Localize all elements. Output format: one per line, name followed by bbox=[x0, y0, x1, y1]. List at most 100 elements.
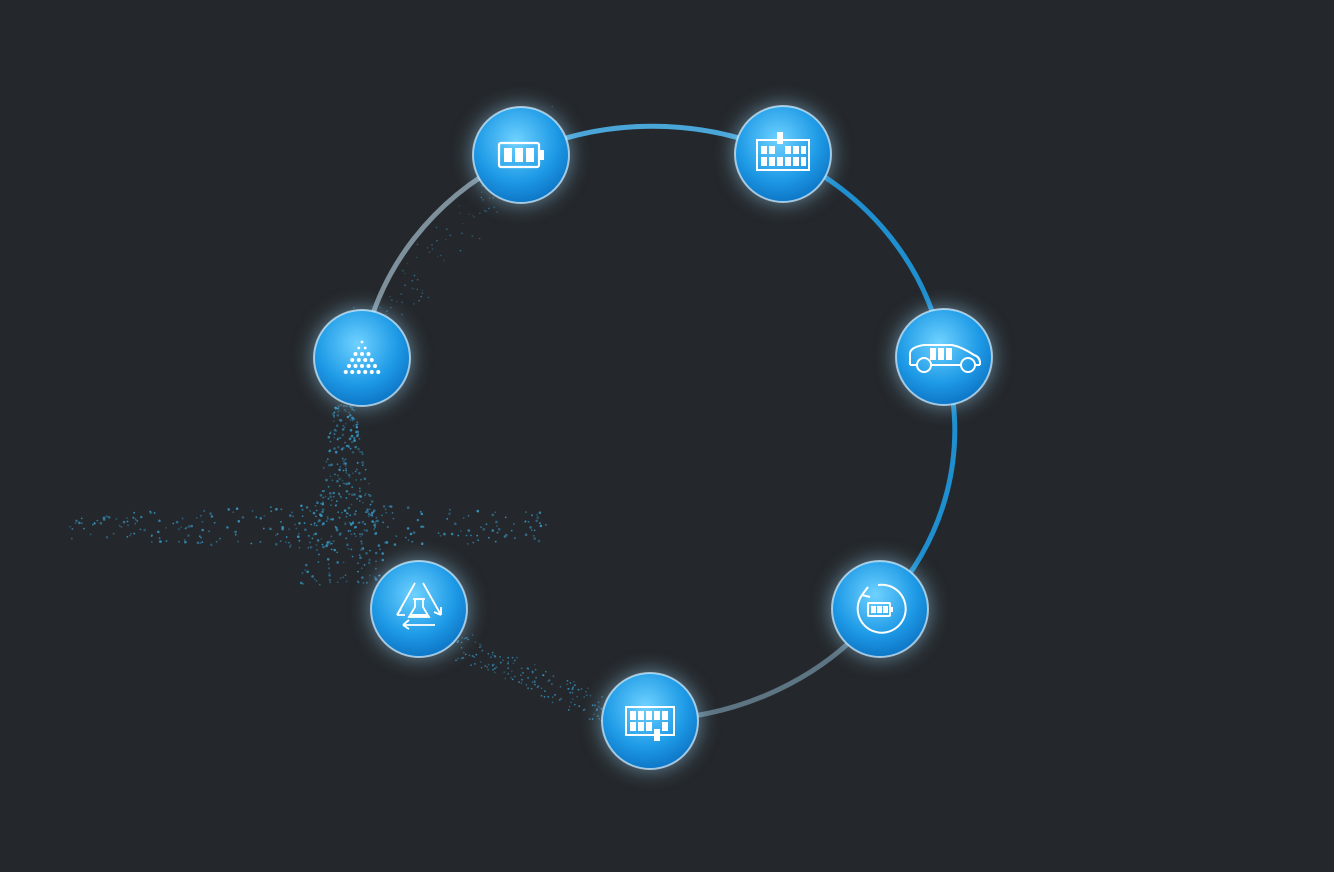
particle bbox=[320, 502, 322, 505]
particle bbox=[198, 535, 201, 538]
particle bbox=[294, 523, 297, 526]
particle bbox=[406, 527, 410, 530]
particle bbox=[227, 508, 230, 511]
particle bbox=[336, 463, 339, 466]
particle bbox=[349, 476, 351, 479]
particle bbox=[428, 251, 431, 253]
node-recycling[interactable] bbox=[370, 560, 468, 658]
particle bbox=[554, 694, 556, 696]
particle bbox=[215, 540, 218, 543]
particle bbox=[335, 424, 339, 428]
particle bbox=[533, 529, 536, 532]
particle bbox=[573, 680, 575, 683]
particle bbox=[462, 222, 464, 225]
particle bbox=[361, 464, 364, 467]
particle bbox=[349, 428, 353, 432]
particle bbox=[344, 462, 347, 465]
particle bbox=[395, 535, 398, 537]
particle bbox=[139, 528, 142, 531]
particle bbox=[448, 512, 451, 516]
particle bbox=[297, 535, 300, 538]
particle bbox=[470, 534, 472, 537]
particle bbox=[479, 661, 482, 663]
battery-dismantle-icon bbox=[625, 706, 675, 741]
particle bbox=[326, 517, 329, 520]
particle bbox=[331, 479, 334, 482]
particle bbox=[143, 528, 146, 532]
particle bbox=[465, 636, 468, 639]
particle bbox=[334, 473, 336, 476]
particle bbox=[543, 696, 546, 698]
particle bbox=[495, 666, 498, 669]
particle bbox=[330, 535, 333, 538]
particle bbox=[270, 510, 273, 513]
node-second-life[interactable] bbox=[831, 560, 929, 658]
particle bbox=[263, 515, 266, 517]
particle bbox=[593, 713, 595, 716]
particle bbox=[70, 537, 73, 540]
particle bbox=[321, 502, 325, 506]
particle bbox=[298, 539, 301, 542]
particle bbox=[497, 527, 501, 531]
node-battery-cell[interactable] bbox=[472, 106, 570, 204]
particle bbox=[540, 687, 543, 690]
particle bbox=[493, 663, 495, 666]
particle bbox=[336, 414, 340, 417]
particle bbox=[349, 514, 352, 517]
particle bbox=[328, 567, 330, 570]
particle bbox=[237, 540, 239, 543]
particle bbox=[115, 518, 118, 520]
node-electric-vehicle[interactable] bbox=[895, 308, 993, 406]
particle bbox=[381, 552, 385, 555]
particle bbox=[457, 534, 460, 537]
particle bbox=[302, 583, 304, 585]
node-disassembly[interactable] bbox=[601, 672, 699, 770]
particle bbox=[364, 511, 367, 513]
particle bbox=[260, 517, 262, 519]
particle bbox=[461, 657, 464, 659]
particle bbox=[381, 514, 383, 517]
particle bbox=[326, 558, 330, 561]
particle bbox=[132, 516, 135, 519]
particle bbox=[535, 519, 538, 523]
particle bbox=[531, 670, 534, 673]
particle bbox=[416, 278, 419, 281]
particle bbox=[411, 279, 414, 282]
particle bbox=[413, 288, 415, 290]
particle bbox=[107, 516, 111, 519]
particle bbox=[360, 478, 362, 481]
particle bbox=[484, 209, 486, 212]
node-battery-module[interactable] bbox=[734, 105, 832, 203]
particle bbox=[412, 531, 416, 534]
particle bbox=[510, 529, 513, 532]
particle bbox=[313, 524, 316, 526]
particle bbox=[545, 524, 547, 526]
particle bbox=[112, 532, 115, 535]
particle bbox=[347, 530, 350, 532]
particle bbox=[83, 527, 85, 530]
particle bbox=[487, 536, 490, 539]
particle bbox=[601, 696, 603, 698]
particle bbox=[275, 507, 278, 511]
particle bbox=[443, 259, 445, 262]
particle bbox=[180, 526, 182, 529]
particle bbox=[361, 453, 364, 456]
particle bbox=[531, 681, 534, 684]
particle bbox=[507, 661, 510, 663]
particle bbox=[491, 653, 494, 656]
particle bbox=[332, 540, 335, 542]
particle bbox=[496, 525, 498, 527]
particle bbox=[375, 532, 378, 534]
node-raw-materials[interactable] bbox=[313, 309, 411, 407]
particle bbox=[479, 212, 481, 215]
particle bbox=[93, 522, 96, 524]
particle bbox=[340, 404, 343, 406]
particle bbox=[208, 530, 211, 533]
particle bbox=[587, 687, 589, 690]
particle bbox=[472, 215, 474, 217]
particle bbox=[488, 197, 491, 199]
particle bbox=[335, 430, 338, 432]
particle bbox=[460, 646, 463, 649]
particle bbox=[374, 578, 378, 581]
particle bbox=[350, 434, 354, 438]
